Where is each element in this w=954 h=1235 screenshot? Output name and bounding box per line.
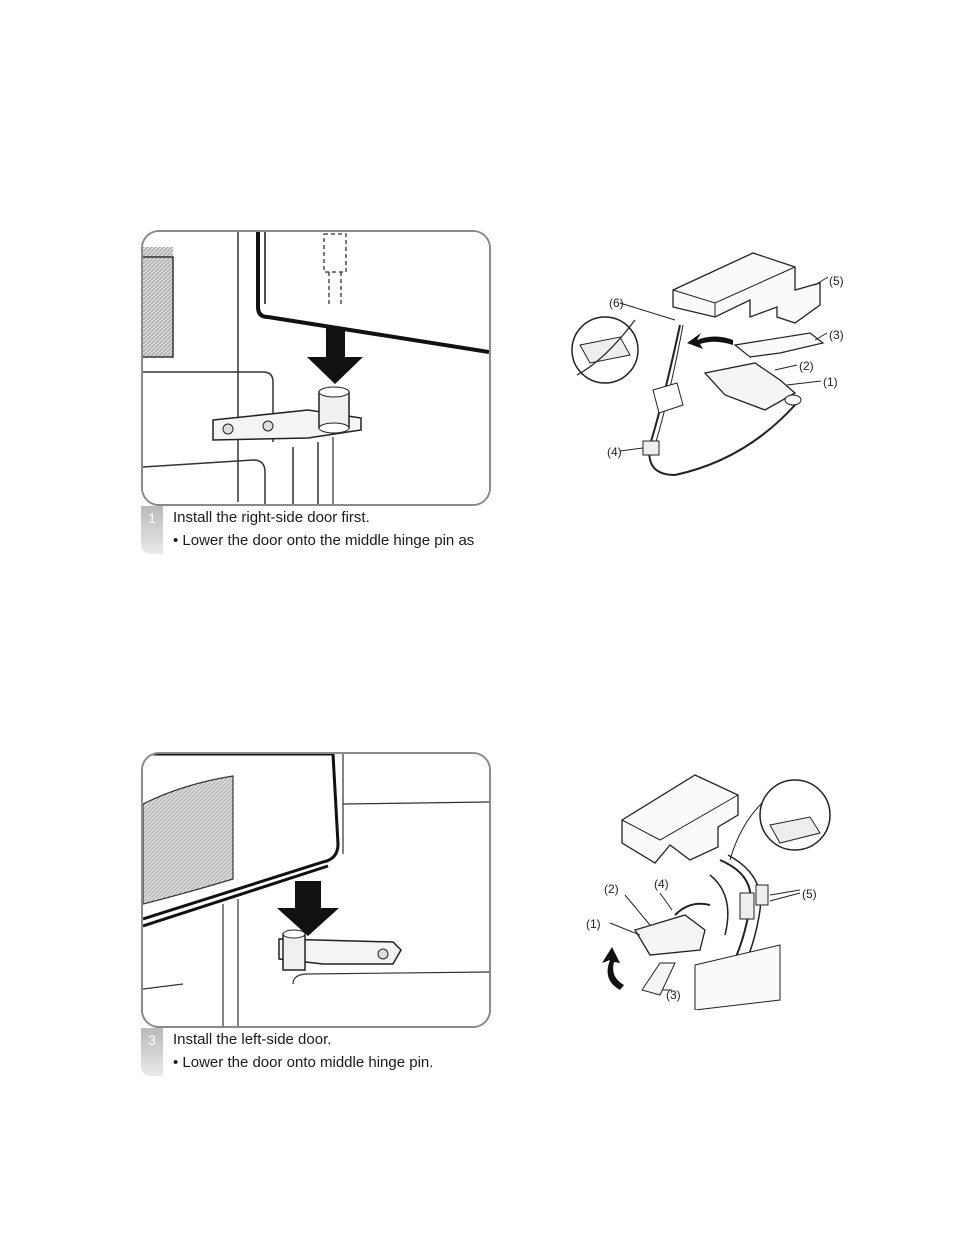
label-1: (1) <box>823 375 838 389</box>
hinge-right-door-drawing <box>143 232 489 504</box>
step-1-illustration <box>141 230 491 506</box>
step-number: 3 <box>141 1028 163 1076</box>
label-5: (5) <box>829 274 844 288</box>
step-title: Install the right-side door first. <box>173 506 370 529</box>
label-3: (3) <box>829 328 844 342</box>
wiring-diagram-bottom: (5) (4) (2) (1) (3) <box>580 765 840 1010</box>
step-3: 3 Install the left-side door. • Lower th… <box>141 1028 501 1076</box>
step-title: Install the left-side door. <box>173 1028 331 1051</box>
label-2: (2) <box>799 359 814 373</box>
step-bullet: • Lower the door onto the middle hinge p… <box>173 529 474 552</box>
step-bullet: • Lower the door onto middle hinge pin. <box>173 1051 433 1074</box>
hinge-left-door-drawing <box>143 754 489 1026</box>
step-number: 1 <box>141 506 163 554</box>
step-1: 1 Install the right-side door first. • L… <box>141 506 501 554</box>
label-4: (4) <box>607 445 622 459</box>
label-2: (2) <box>604 882 619 896</box>
label-3: (3) <box>666 988 681 1002</box>
step-3-illustration <box>141 752 491 1028</box>
label-5: (5) <box>802 887 817 901</box>
label-6: (6) <box>609 296 624 310</box>
label-1: (1) <box>586 917 601 931</box>
wiring-diagram-top: (5) (6) (3) (2) (1) (4) <box>565 245 855 485</box>
label-4: (4) <box>654 877 669 891</box>
